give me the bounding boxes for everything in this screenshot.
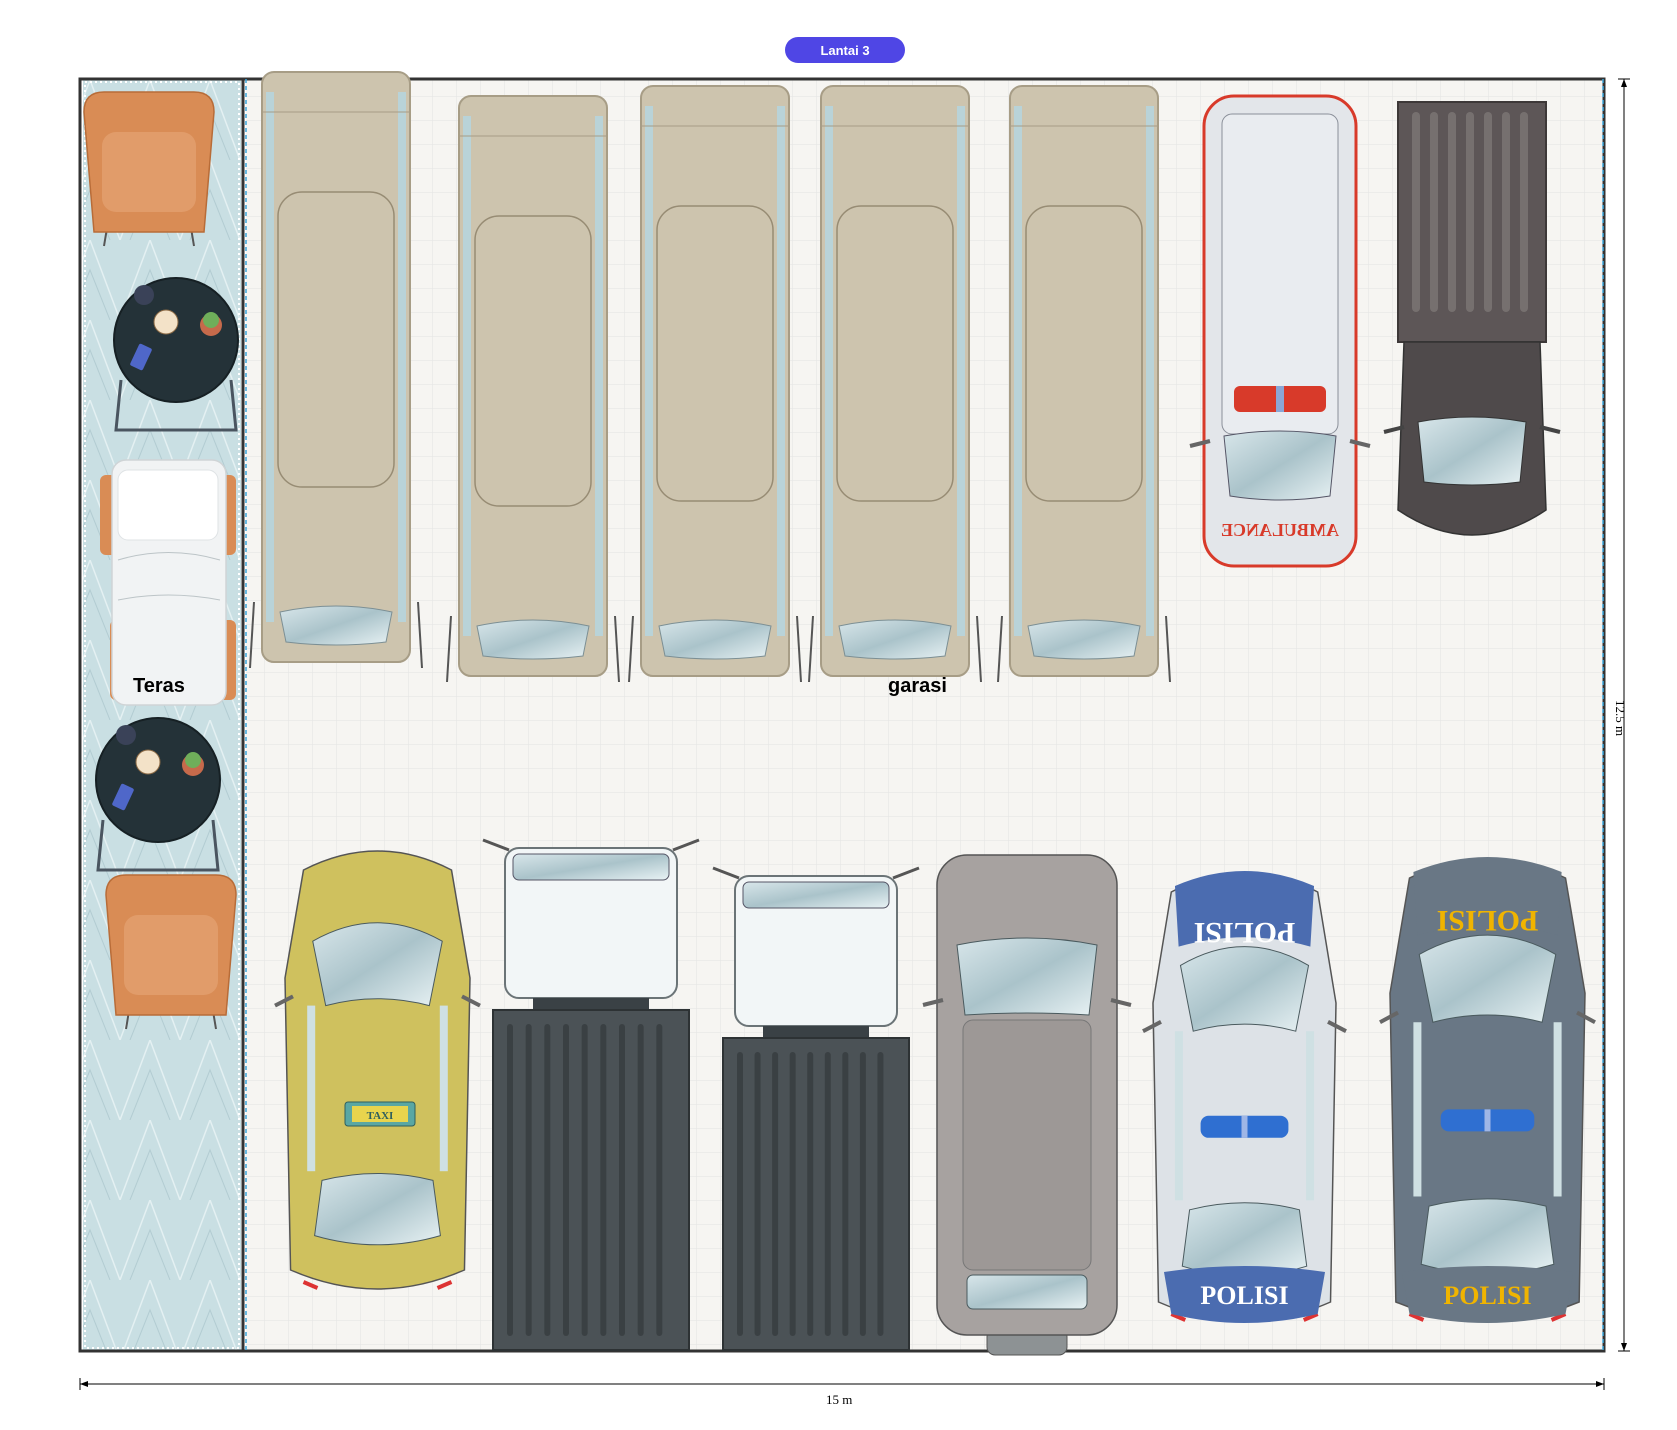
box-truck — [482, 838, 700, 1351]
pickup-truck — [1383, 101, 1561, 536]
width-dimension-label: 15 m — [826, 1392, 853, 1407]
terrace-furniture — [83, 91, 239, 1030]
bottom-cars: TAXI POLISI POLISI POLISI POLISI — [274, 838, 1596, 1356]
terrace-rug — [83, 80, 241, 1350]
bus — [808, 85, 982, 683]
police-car: POLISI POLISI — [1142, 871, 1347, 1323]
ambulance: AMBULANCE — [1189, 94, 1371, 568]
top-cars: AMBULANCE — [1189, 94, 1561, 568]
ambulance-label: AMBULANCE — [1221, 520, 1339, 540]
side-table-top — [113, 277, 239, 432]
floor-badge[interactable]: Lantai 3 — [785, 37, 905, 63]
taxi-sign: TAXI — [367, 1110, 394, 1122]
police-car: POLISI POLISI — [1379, 857, 1596, 1323]
police-hood-label: POLISI — [1194, 916, 1296, 949]
bus — [249, 71, 423, 669]
bus-row — [249, 71, 1171, 683]
bus — [997, 85, 1171, 683]
bus — [446, 95, 620, 683]
room-label-garasi: garasi — [888, 675, 947, 697]
armchair-bottom — [105, 874, 237, 1030]
police-trunk-label: POLISI — [1200, 1281, 1288, 1310]
police-trunk-label: POLISI — [1443, 1281, 1531, 1310]
box-truck — [712, 866, 920, 1351]
side-table-bottom — [95, 717, 221, 872]
height-dimension — [1618, 78, 1630, 1352]
bus — [628, 85, 802, 683]
taxi: TAXI — [274, 850, 481, 1290]
height-dimension-label: 12.5 m — [1613, 700, 1628, 737]
sun-lounger — [100, 459, 236, 706]
width-dimension — [79, 1378, 1605, 1390]
armchair-top — [83, 91, 215, 247]
suv — [922, 854, 1132, 1356]
room-label-teras: Teras — [133, 675, 185, 697]
police-hood-label: POLISI — [1437, 904, 1539, 937]
